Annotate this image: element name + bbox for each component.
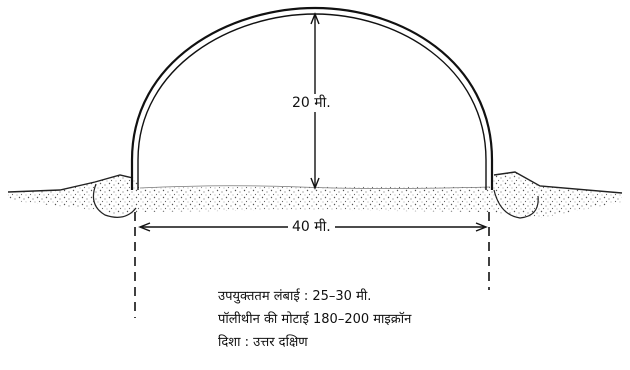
- height-arrow-top: [310, 12, 320, 25]
- height-dimension-label: 20 मी.: [288, 94, 335, 112]
- width-arrow-right: [475, 222, 488, 232]
- height-arrow-bottom: [310, 177, 320, 190]
- left-anchor-mound: [92, 183, 137, 218]
- right-anchor-mound: [493, 189, 539, 219]
- polythene-thickness-text: पॉलीथीन की मोटाई 180–200 माइक्रॉन: [218, 312, 412, 327]
- ground-line: [7, 174, 134, 193]
- soil-ground: [8, 172, 622, 218]
- ground-surface: [139, 185, 491, 189]
- width-arrow-left: [138, 222, 151, 232]
- direction-text: दिशा : उत्तर दक्षिण: [218, 335, 308, 350]
- specifications-block: उपयुक्ततम लंबाई : 25–30 मी. पॉलीथीन की म…: [218, 285, 411, 354]
- width-dimension-label: 40 मी.: [288, 218, 335, 236]
- optimal-length-text: उपयुक्ततम लंबाई : 25–30 मी.: [218, 289, 372, 304]
- tunnel-arch-outer: [130, 6, 494, 190]
- ground-line-right: [493, 171, 623, 194]
